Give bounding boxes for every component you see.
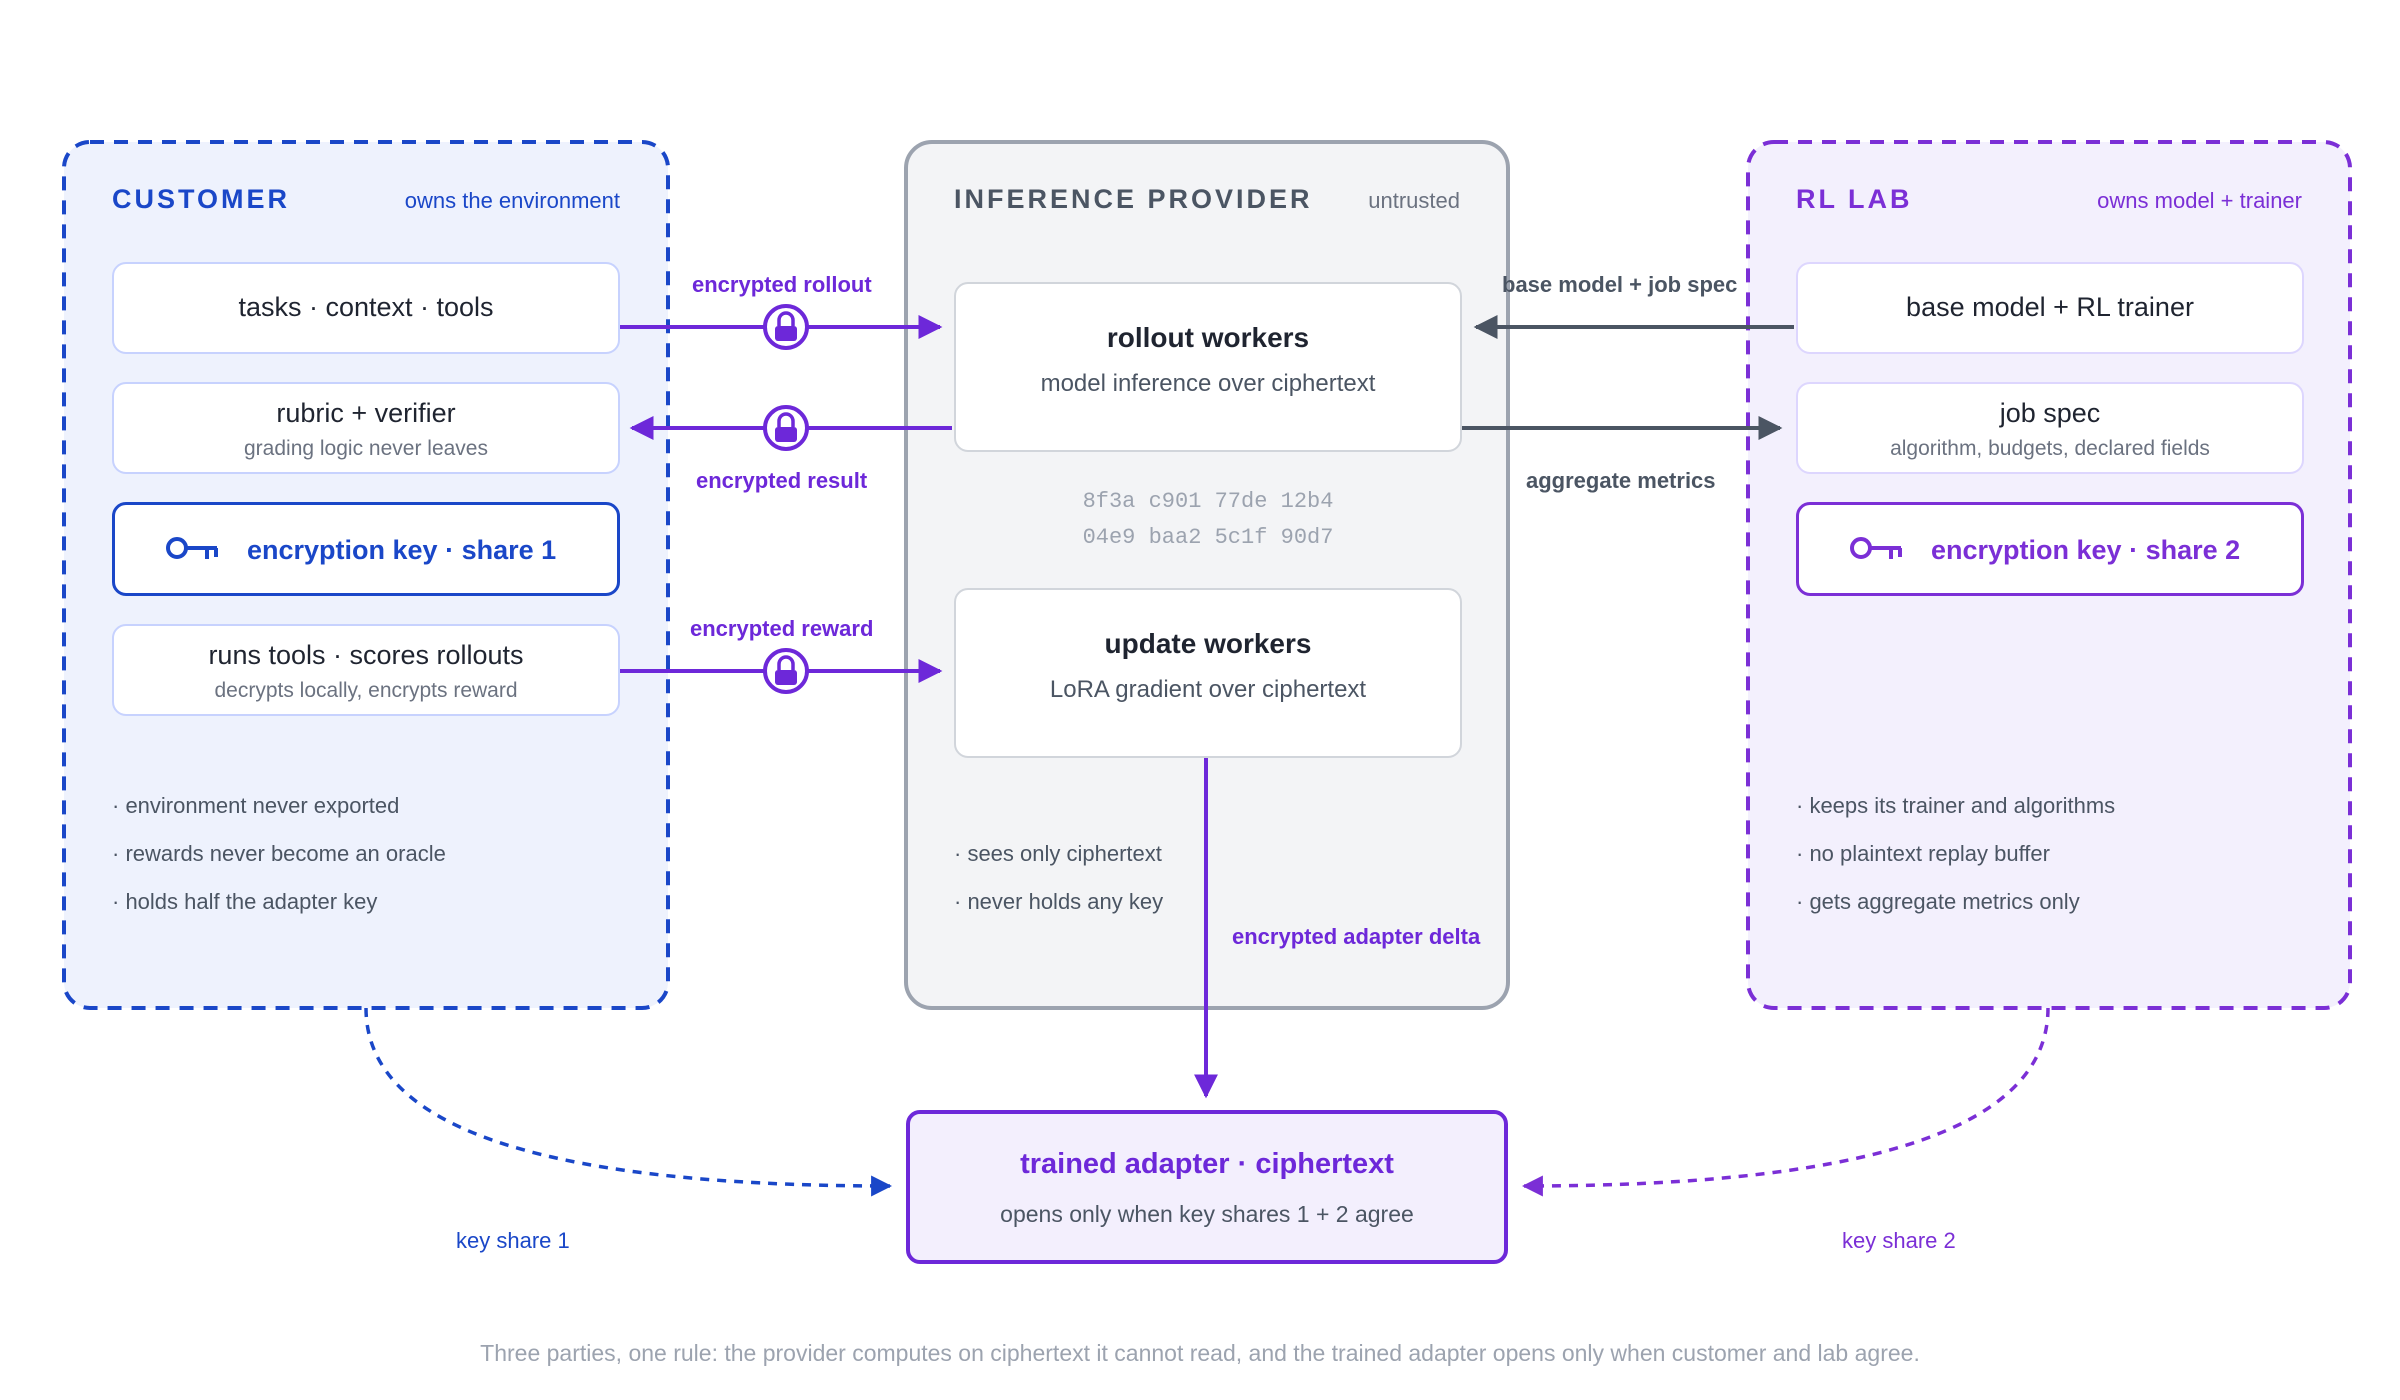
cipher-line: 04e9 baa2 5c1f 90d7: [1082, 525, 1334, 550]
encrypted-reward-label: encrypted reward: [690, 616, 874, 641]
base-model-trainer-card: base model + RL trainer: [1796, 262, 2304, 354]
card-title: base model + RL trainer: [1906, 292, 2194, 322]
card-subtitle: LoRA gradient over ciphertext: [1049, 676, 1367, 703]
card-subtitle: algorithm, budgets, declared fields: [1890, 437, 2210, 460]
bullet: · gets aggregate metrics only: [1796, 889, 2080, 914]
provider-bullets: · sees only ciphertext · never holds any…: [954, 830, 1163, 926]
bullet: · rewards never become an oracle: [112, 841, 446, 866]
card-title: encryption key · share 1: [247, 535, 557, 565]
key-share-1-label: key share 1: [456, 1228, 570, 1253]
bullet: · never holds any key: [954, 889, 1164, 914]
provider-tag: untrusted: [1368, 188, 1460, 213]
rollout-workers-card: rollout workers model inference over cip…: [954, 282, 1462, 452]
lock-icon: [763, 648, 809, 694]
key-share-2-label: key share 2: [1842, 1228, 1956, 1253]
lab-tag: owns model + trainer: [2097, 188, 2302, 213]
card-title: runs tools · scores rollouts: [208, 640, 524, 670]
footer-caption: Three parties, one rule: the provider co…: [480, 1340, 1920, 1366]
card-title: trained adapter · ciphertext: [1020, 1148, 1394, 1180]
runs-tools-card: runs tools · scores rollouts decrypts lo…: [112, 624, 620, 716]
card-subtitle: opens only when key shares 1 + 2 agree: [1000, 1201, 1414, 1227]
lock-icon: [763, 405, 809, 451]
bullet: · no plaintext replay buffer: [1796, 841, 2050, 866]
cipher-line: 8f3a c901 77de 12b4: [1082, 489, 1334, 514]
customer-title: CUSTOMER: [112, 184, 291, 214]
lock-icon: [763, 304, 809, 350]
trained-adapter-card: trained adapter · ciphertext opens only …: [906, 1110, 1508, 1264]
job-spec-card: job spec algorithm, budgets, declared fi…: [1796, 382, 2304, 474]
card-title: job spec: [1999, 398, 2101, 428]
card-title: rubric + verifier: [276, 398, 456, 428]
rubric-verifier-card: rubric + verifier grading logic never le…: [112, 382, 620, 474]
encryption-key-share-1-card: encryption key · share 1: [112, 502, 620, 596]
bullet: · holds half the adapter key: [112, 889, 378, 914]
base-model-job-spec-label: base model + job spec: [1502, 272, 1738, 297]
card-title: encryption key · share 2: [1931, 535, 2241, 565]
card-title: tasks · context · tools: [238, 292, 494, 322]
encrypted-result-label: encrypted result: [696, 468, 868, 493]
key-share-1-arrow: [364, 1007, 893, 1197]
provider-title: INFERENCE PROVIDER: [954, 184, 1313, 214]
bullet: · sees only ciphertext: [954, 841, 1162, 866]
card-subtitle: model inference over ciphertext: [1040, 370, 1376, 397]
card-subtitle: grading logic never leaves: [244, 437, 488, 460]
update-workers-card: update workers LoRA gradient over cipher…: [954, 588, 1462, 758]
tasks-context-tools-card: tasks · context · tools: [112, 262, 620, 354]
customer-tag: owns the environment: [404, 188, 620, 213]
encryption-key-share-2-card: encryption key · share 2: [1796, 502, 2304, 596]
ciphertext-sample: 8f3a c901 77de 12b4 04e9 baa2 5c1f 90d7: [954, 484, 1462, 556]
card-title: update workers: [1104, 628, 1312, 659]
lab-bullets: · keeps its trainer and algorithms · no …: [1796, 782, 2115, 926]
card-subtitle: decrypts locally, encrypts reward: [214, 679, 518, 702]
encrypted-adapter-delta-label: encrypted adapter delta: [1232, 924, 1481, 949]
lab-title: RL LAB: [1796, 184, 1913, 214]
encrypted-rollout-label: encrypted rollout: [692, 272, 872, 297]
key-share-2-arrow: [1521, 1007, 2050, 1197]
key-icon: [1850, 537, 1902, 559]
aggregate-metrics-label: aggregate metrics: [1526, 468, 1716, 493]
key-icon: [166, 537, 218, 559]
bullet: · keeps its trainer and algorithms: [1796, 793, 2116, 818]
card-title: rollout workers: [1106, 322, 1310, 353]
customer-bullets: · environment never exported · rewards n…: [112, 782, 446, 926]
bullet: · environment never exported: [112, 793, 400, 818]
